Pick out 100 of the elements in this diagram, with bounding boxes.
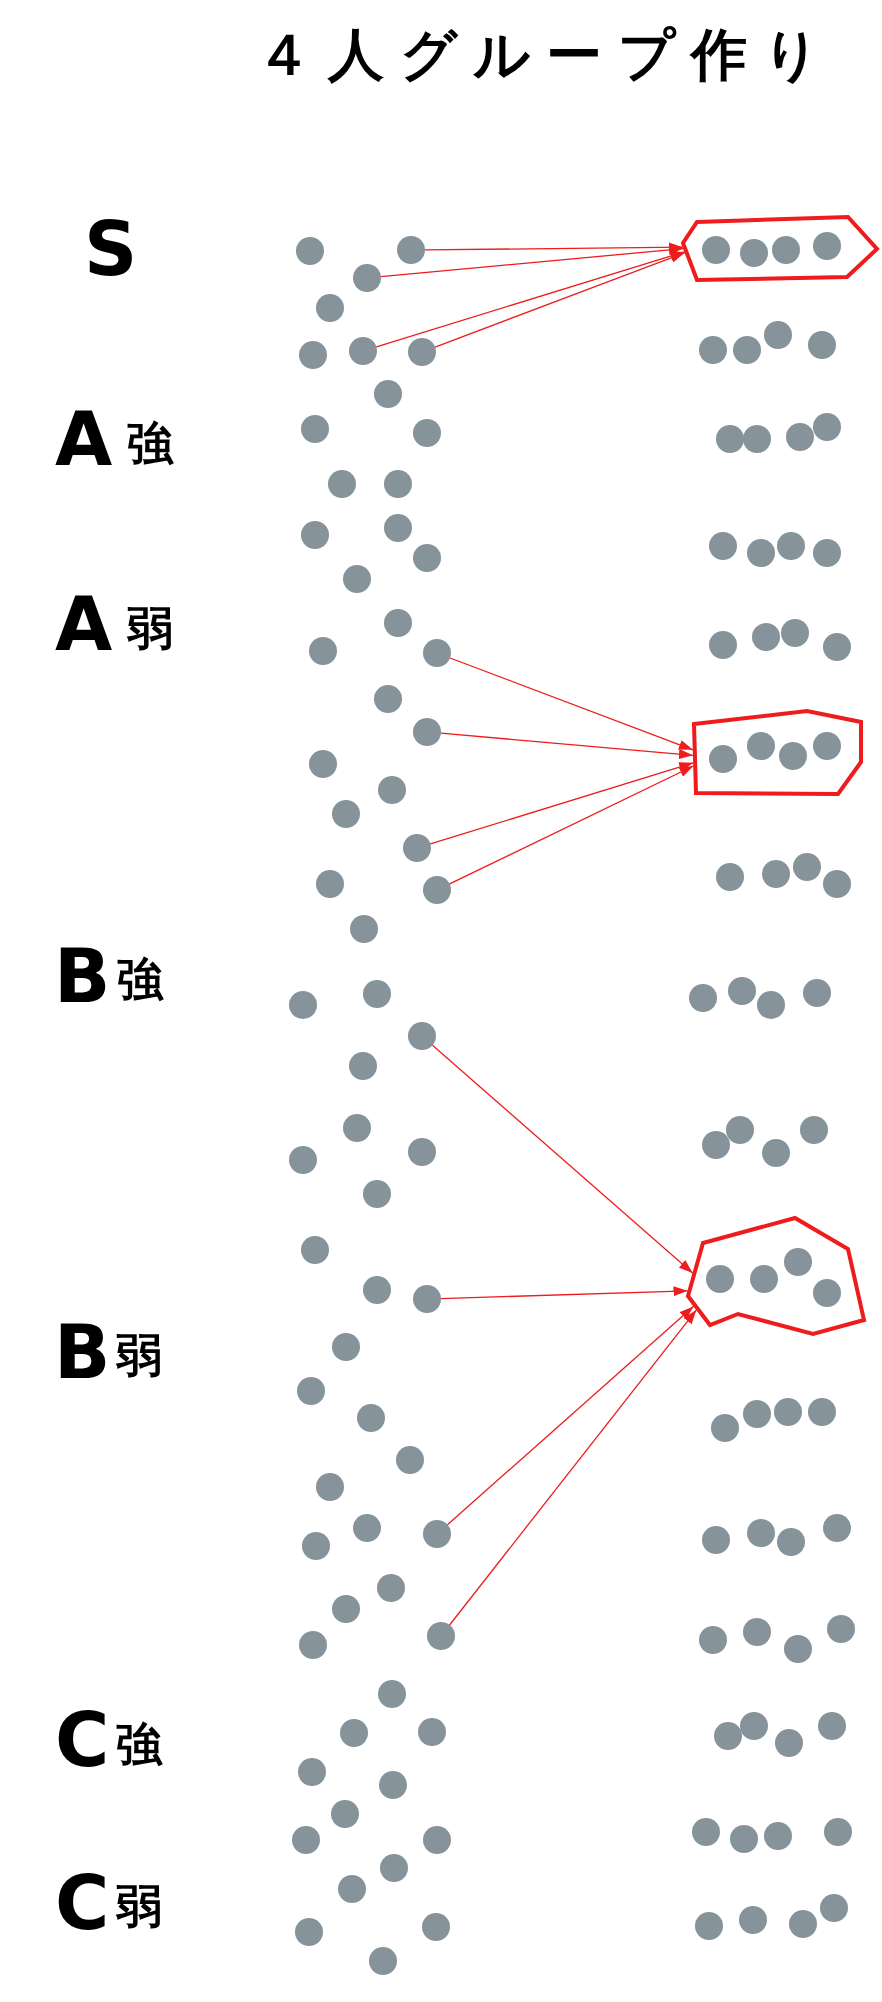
person-dot: [784, 1635, 812, 1663]
person-dot: [343, 1114, 371, 1142]
person-dot: [349, 337, 377, 365]
person-dot: [374, 685, 402, 713]
person-dot: [340, 1719, 368, 1747]
person-dot: [408, 1022, 436, 1050]
person-dot: [750, 1265, 778, 1293]
person-dot: [733, 336, 761, 364]
person-dot: [777, 1528, 805, 1556]
rank-label: 強: [127, 420, 173, 466]
person-dot: [777, 532, 805, 560]
person-dot: [709, 532, 737, 560]
person-dot: [813, 1279, 841, 1307]
person-dot: [316, 294, 344, 322]
person-dot: [301, 415, 329, 443]
person-dot: [813, 732, 841, 760]
rank-label: 弱: [116, 1883, 162, 1929]
person-dot: [384, 514, 412, 542]
person-dot: [728, 977, 756, 1005]
rank-label: A: [55, 587, 113, 661]
person-dot: [301, 521, 329, 549]
person-dot: [823, 633, 851, 661]
person-dot: [296, 237, 324, 265]
person-dot: [289, 991, 317, 1019]
person-dot: [789, 1910, 817, 1938]
rank-label: 弱: [127, 605, 173, 651]
rank-label: A: [55, 402, 113, 476]
person-dot: [332, 1333, 360, 1361]
person-dot: [692, 1818, 720, 1846]
arrow: [434, 252, 686, 348]
title: ４人グループ作り: [256, 27, 836, 83]
person-dot: [711, 1414, 739, 1442]
person-dot: [301, 1236, 329, 1264]
person-dot: [379, 1771, 407, 1799]
rank-label: C: [55, 1866, 110, 1940]
person-dot: [793, 853, 821, 881]
person-dot: [353, 264, 381, 292]
person-dot: [297, 1377, 325, 1405]
person-dot: [747, 539, 775, 567]
person-dot: [823, 870, 851, 898]
person-dot: [349, 1052, 377, 1080]
arrow: [448, 1309, 697, 1626]
group-outline: [679, 213, 881, 284]
person-dot: [743, 1400, 771, 1428]
person-dot: [762, 1139, 790, 1167]
person-dot: [699, 336, 727, 364]
person-dot: [328, 470, 356, 498]
person-dot: [298, 1758, 326, 1786]
person-dot: [726, 1116, 754, 1144]
arrow: [446, 1305, 695, 1526]
person-dot: [820, 1894, 848, 1922]
person-dot: [716, 863, 744, 891]
person-dot: [699, 1626, 727, 1654]
person-dot: [422, 1913, 450, 1941]
arrow: [375, 251, 685, 348]
person-dot: [408, 1138, 436, 1166]
rank-label: B: [54, 1315, 111, 1389]
person-dot: [818, 1712, 846, 1740]
person-dot: [374, 380, 402, 408]
person-dot: [423, 1520, 451, 1548]
person-dot: [309, 750, 337, 778]
person-dot: [396, 1446, 424, 1474]
person-dot: [702, 1526, 730, 1554]
person-dot: [803, 979, 831, 1007]
person-dot: [714, 1722, 742, 1750]
arrow: [448, 765, 695, 885]
person-dot: [413, 419, 441, 447]
person-dot: [709, 631, 737, 659]
arrow: [440, 732, 694, 760]
person-dot: [827, 1615, 855, 1643]
person-dot: [716, 425, 744, 453]
person-dot: [775, 1729, 803, 1757]
person-dot: [689, 984, 717, 1012]
person-dot: [413, 1285, 441, 1313]
person-dot: [740, 1712, 768, 1740]
arrow: [440, 1286, 689, 1300]
person-dot: [800, 1116, 828, 1144]
person-dot: [743, 1618, 771, 1646]
person-dot: [757, 991, 785, 1019]
person-dot: [378, 1680, 406, 1708]
person-dot: [413, 718, 441, 746]
person-dot: [309, 637, 337, 665]
rank-label: S: [84, 212, 138, 286]
arrow: [449, 657, 694, 751]
rank-label: 強: [116, 1721, 162, 1767]
person-dot: [762, 860, 790, 888]
person-dot: [747, 732, 775, 760]
person-dot: [739, 1906, 767, 1934]
person-dot: [338, 1875, 366, 1903]
person-dot: [740, 239, 768, 267]
group-outline: [684, 1214, 868, 1338]
person-dot: [418, 1718, 446, 1746]
person-dot: [316, 1473, 344, 1501]
person-dot: [709, 745, 737, 773]
person-dot: [743, 425, 771, 453]
person-dot: [702, 1131, 730, 1159]
person-dot: [808, 331, 836, 359]
person-dot: [378, 776, 406, 804]
person-dot: [823, 1514, 851, 1542]
rank-label: 弱: [116, 1332, 162, 1378]
